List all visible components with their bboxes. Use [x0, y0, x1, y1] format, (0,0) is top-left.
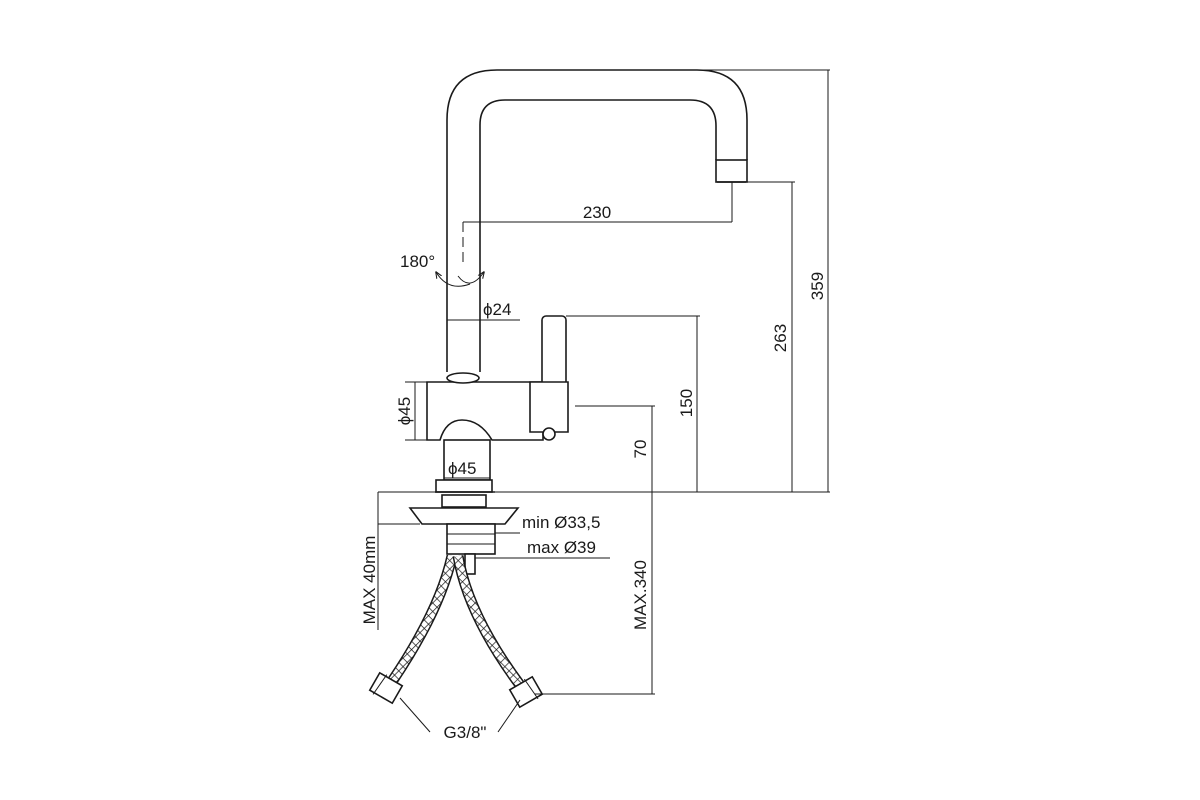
- label-max-hose-length: MAX.340: [631, 560, 650, 630]
- label-max-counter-thickness: MAX 40mm: [360, 536, 379, 625]
- fixing-kit: [408, 491, 520, 575]
- label-spout-height: 263: [771, 324, 790, 352]
- label-hole-max: max Ø39: [527, 538, 596, 557]
- label-total-height: 359: [808, 272, 827, 300]
- label-base-diameter: ϕ45: [448, 459, 476, 478]
- label-body-height: 70: [631, 440, 650, 459]
- label-spout-diameter: ϕ24: [483, 300, 511, 319]
- label-body-diameter: ϕ45: [395, 397, 414, 425]
- dimension-lines: [377, 69, 830, 733]
- connector-left: [368, 671, 404, 705]
- label-hole-min: min Ø33,5: [522, 513, 600, 532]
- label-lever-height: 150: [677, 389, 696, 417]
- faucet-body: [426, 372, 544, 493]
- lever-handle: [529, 315, 569, 441]
- spout-aerator: [715, 159, 748, 183]
- connector-right: [508, 675, 544, 709]
- spout: [446, 69, 748, 372]
- rotation-indicator: [436, 272, 484, 287]
- supply-hoses: [368, 554, 544, 709]
- label-connector-thread: G3/8": [444, 723, 487, 742]
- label-spout-reach: 230: [583, 203, 611, 222]
- label-rotation: 180°: [400, 252, 435, 271]
